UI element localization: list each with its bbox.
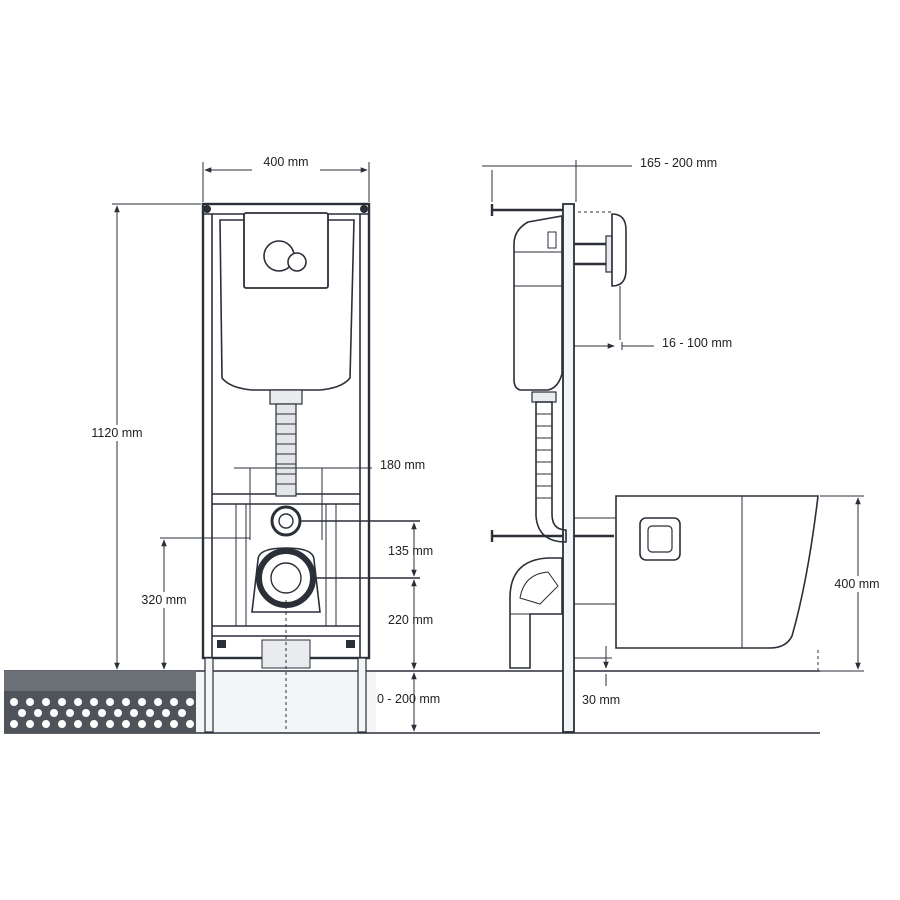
side-frame-post	[562, 203, 575, 733]
dim-wall-offset-16-100: 16 - 100 mm	[574, 336, 732, 350]
leg-extension-label: 0 - 200 mm	[377, 692, 440, 706]
upper-outlet-label: 135 mm	[388, 544, 433, 558]
floor	[4, 670, 820, 734]
front-outlets	[251, 505, 321, 613]
front-width-label: 400 mm	[263, 155, 308, 169]
front-cistern	[219, 212, 355, 391]
front-flush-pipe	[269, 389, 303, 497]
side-flush-button	[574, 213, 627, 340]
dim-bowl-height-400: 400 mm	[820, 495, 888, 672]
front-height-label: 1120 mm	[91, 426, 142, 440]
dim-pipe-spacing-180: 180 mm	[234, 458, 425, 540]
side-view: 165 - 200 mm 16 - 100 mm 30 mm 400 mm	[482, 156, 888, 733]
dim-height-1120: 1120 mm	[84, 203, 201, 670]
dim-outlet-height-320: 320 mm	[132, 537, 250, 670]
floor-insulation-pattern	[10, 698, 194, 728]
side-flush-pipe	[531, 391, 567, 543]
pipe-spacing-label: 180 mm	[380, 458, 425, 472]
dim-chain-right: 135 mm 220 mm 0 - 200 mm	[300, 520, 440, 732]
side-floor-gap-label: 30 mm	[582, 693, 620, 707]
side-drain-elbow	[509, 557, 563, 669]
dim-floor-gap-30: 30 mm	[574, 646, 620, 707]
dim-depth-165-200: 165 - 200 mm	[482, 156, 717, 202]
side-toilet-bowl	[574, 495, 819, 670]
flush-button-plate	[243, 212, 329, 289]
side-cistern	[513, 215, 563, 391]
lower-outlet-label: 220 mm	[388, 613, 433, 627]
front-view: 400 mm 1120 mm 180 mm 320 mm	[84, 155, 440, 733]
bowl-cover-cap	[639, 517, 681, 561]
dim-width-400: 400 mm	[202, 155, 370, 202]
outlet-height-label: 320 mm	[141, 593, 186, 607]
side-bowl-height-label: 400 mm	[834, 577, 879, 591]
side-depth-label: 165 - 200 mm	[640, 156, 717, 170]
side-wall-offset-label: 16 - 100 mm	[662, 336, 732, 350]
flush-button-small	[287, 252, 307, 272]
